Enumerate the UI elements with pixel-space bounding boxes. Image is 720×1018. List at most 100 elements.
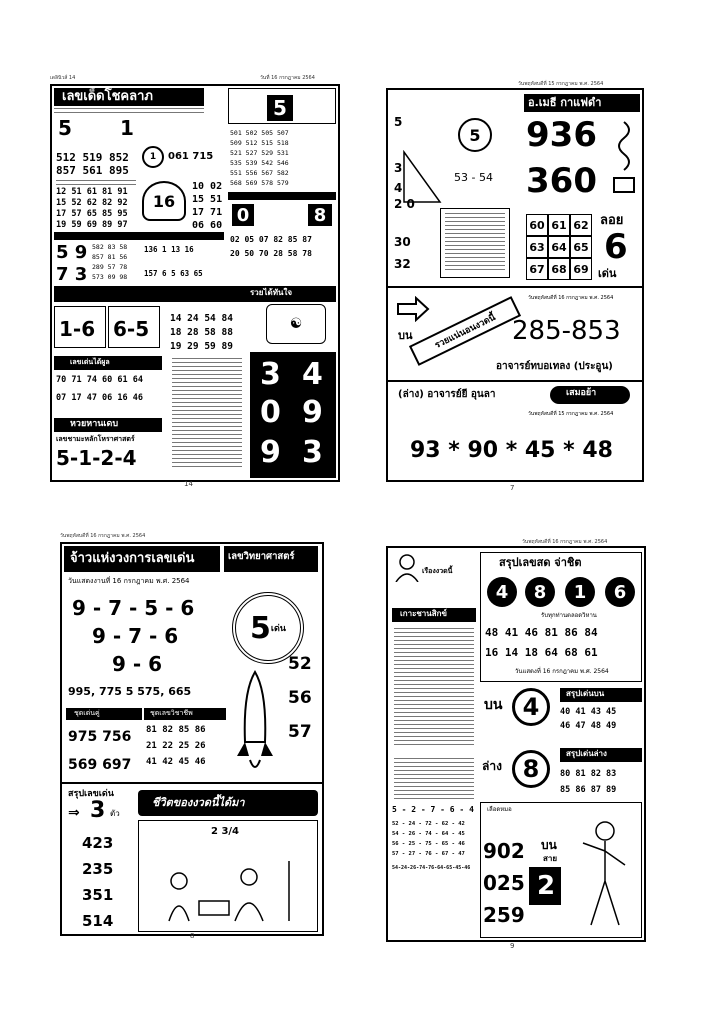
right-number-column: 3 0 9 4 9 3 <box>250 352 336 478</box>
rocket-icon <box>237 670 273 768</box>
row-7b: 07 17 47 06 16 46 <box>56 393 143 403</box>
grid2-row: 19 29 59 89 <box>170 341 233 352</box>
door-stripes <box>445 213 505 273</box>
date: วันแสดงงานที่ 16 กรกฎาคม พ.ศ. 2564 <box>68 577 190 585</box>
mid-list-row: 551 556 567 582 <box>230 169 289 177</box>
title-bar: จ้าวแห่งวงการเลขเด่น <box>64 546 220 572</box>
mid-list-row: 568 569 578 579 <box>230 179 289 187</box>
grid-cell: 69 <box>570 258 592 280</box>
mid-list-row: 521 527 529 531 <box>230 149 289 157</box>
bottom-box: เลือดหมอ 902 025 259 บน สาย 2 <box>480 802 642 938</box>
table-b-row: 21 22 25 26 <box>146 741 206 751</box>
lottery-panel-3: จ้าวแห่งวงการเลขเด่น เลขวิทยาศาสตร์ วันแ… <box>60 542 324 936</box>
arrow-icon: ⇒ <box>68 805 80 821</box>
label-7-text: เลขเด่นได้ผูล <box>70 358 110 366</box>
up-row: 46 47 48 49 <box>560 721 617 731</box>
table-head-a-text: ชุดเด่นคู่ <box>74 709 100 717</box>
col-digit: 4 <box>302 357 323 392</box>
small-row: 289 57 78 <box>92 263 128 271</box>
teacher-line: อาจารย์ทบอเทลง (ประอูน) <box>496 361 613 372</box>
grid-header-lines <box>56 180 136 186</box>
banner-text: เลขเด็ดโชคลาภ <box>62 89 153 104</box>
left-num: 3 <box>394 161 403 175</box>
bottom-three-label: ตัว <box>110 809 120 818</box>
table-head-b-text: ชุดเลขวิชาชีพ <box>150 709 193 717</box>
table-b-row: 81 82 85 86 <box>146 725 206 735</box>
stamp-text: รวยแน่นอนงวดนี้ <box>433 312 498 351</box>
summary-row: 48 41 46 81 86 84 <box>485 626 598 639</box>
row-b1: 136 1 13 16 <box>144 245 194 254</box>
sequence-row: 54 - 26 - 74 - 64 - 45 <box>392 831 465 837</box>
lower-banner: หวยหานเดบ <box>54 418 162 432</box>
loy-number: 6 <box>604 227 628 267</box>
page-number: 7 <box>510 484 515 492</box>
bn-label: บน <box>541 838 557 852</box>
grid-cell: 64 <box>548 236 570 258</box>
final-label: เลขชามะหลักโหราศาสตร์ <box>56 435 135 443</box>
left-text-lines <box>394 628 474 748</box>
left-head: เรืองงวดนี้ <box>422 567 453 575</box>
grid-cell: 62 <box>570 214 592 236</box>
sequence: 5 - 2 - 7 - 6 - 4 <box>392 805 474 814</box>
left-num: 2 0 <box>394 197 415 211</box>
bn-number: 2 <box>537 871 556 901</box>
table-head-a: ชุดเด่นคู่ <box>66 708 142 720</box>
big-list-item: 259 <box>483 903 525 927</box>
title-bar: อ.เมธี กาแฟดำ <box>524 94 640 112</box>
triangle-icon <box>403 150 442 203</box>
left-num: 32 <box>394 257 411 271</box>
grid-cell: 61 <box>548 214 570 236</box>
col-digit: 0 <box>260 395 281 430</box>
bn-sub: สาย <box>543 854 558 863</box>
seq-row: 9 - 6 <box>112 652 163 676</box>
divider <box>388 286 642 288</box>
col-digit: 9 <box>260 435 281 470</box>
three-digit-row-1: 512 519 852 <box>56 151 129 164</box>
divider-2 <box>388 380 642 382</box>
bell-icon: 1 <box>142 146 164 168</box>
list-item: 235 <box>82 860 114 878</box>
right-row-3: 17 71 <box>192 207 223 218</box>
list-item: 514 <box>82 912 114 930</box>
ritual-illustration: 2 3/4 <box>138 820 318 932</box>
portrait-icon <box>395 554 419 582</box>
up-head: สรุปเด่นบน <box>560 688 642 702</box>
ball: 1 <box>565 577 595 607</box>
small-row: 857 81 56 <box>92 253 128 261</box>
small-row: 573 09 98 <box>92 273 128 281</box>
kem-label: เด่น <box>598 267 617 280</box>
phone-number: 061 715 <box>168 151 214 162</box>
page-7: วันพฤหัสบดีที่ 15 กรกฎาคม พ.ศ. 2564 5 3 … <box>378 80 648 492</box>
side-num: 52 <box>288 654 312 674</box>
sequence-row: 56 - 25 - 75 - 65 - 46 <box>392 841 465 847</box>
banner-2: รวยได้ทันใจ <box>54 286 336 302</box>
summary-box: สรุปเลขสด จ่าชิต 4 8 1 6 รับทุกท่านตลอดว… <box>480 552 642 682</box>
seq-row: 9 - 7 - 5 - 6 <box>72 596 195 620</box>
down-row: 85 86 87 89 <box>560 785 617 795</box>
lower-banner-text: หวยหานเดบ <box>70 419 119 429</box>
monk-figure-icon <box>168 861 290 922</box>
up-head-text: สรุปเด่นบน <box>566 689 605 698</box>
down-head-text: สรุปเด่นล่าง <box>566 749 607 758</box>
grid2-row: 18 28 58 88 <box>170 327 233 338</box>
lottery-panel-2: 5 3 4 2 0 30 32 5 53 - 54 อ.เมธี กาแฟดำ … <box>386 88 644 482</box>
date-a: วันพฤหัสบดีที่ 16 กรกฎาคม พ.ศ. 2564 <box>528 295 614 301</box>
summary-title: สรุปเลขสด จ่าชิต <box>499 556 582 569</box>
band-2 <box>54 232 224 240</box>
left-num: 30 <box>394 235 411 249</box>
left-title: เกาะชานสิกข์ <box>400 609 447 618</box>
ball: 6 <box>605 577 635 607</box>
date-b: วันพฤหัสบดีที่ 15 กรกฎาคม พ.ศ. 2564 <box>528 411 614 417</box>
badge: เสมอย้า <box>550 386 630 404</box>
lottery-panel-4: เรืองงวดนี้ เกาะชานสิกข์ 5 - 2 - 7 - 6 -… <box>386 546 646 942</box>
page-header: วันพฤหัสบดีที่ 16 กรกฎาคม พ.ศ. 2564 <box>60 533 146 539</box>
banner: ชีวิตของงวดนี้ได้มา <box>138 790 318 816</box>
number-5: 5 <box>58 116 72 140</box>
table-head-b: ชุดเลขวิชาชีพ <box>144 708 226 720</box>
dash-a: 1-6 <box>59 317 96 341</box>
page-9: วันพฤหัสบดีที่ 16 กรกฎาคม พ.ศ. 2564 เรือ… <box>382 538 648 950</box>
dancer-figure-icon <box>582 821 626 926</box>
bottom-small: เลือดหมอ <box>487 806 512 813</box>
left-title-bar: เกาะชานสิกข์ <box>392 608 476 622</box>
big-pair: 285-853 <box>512 316 621 346</box>
